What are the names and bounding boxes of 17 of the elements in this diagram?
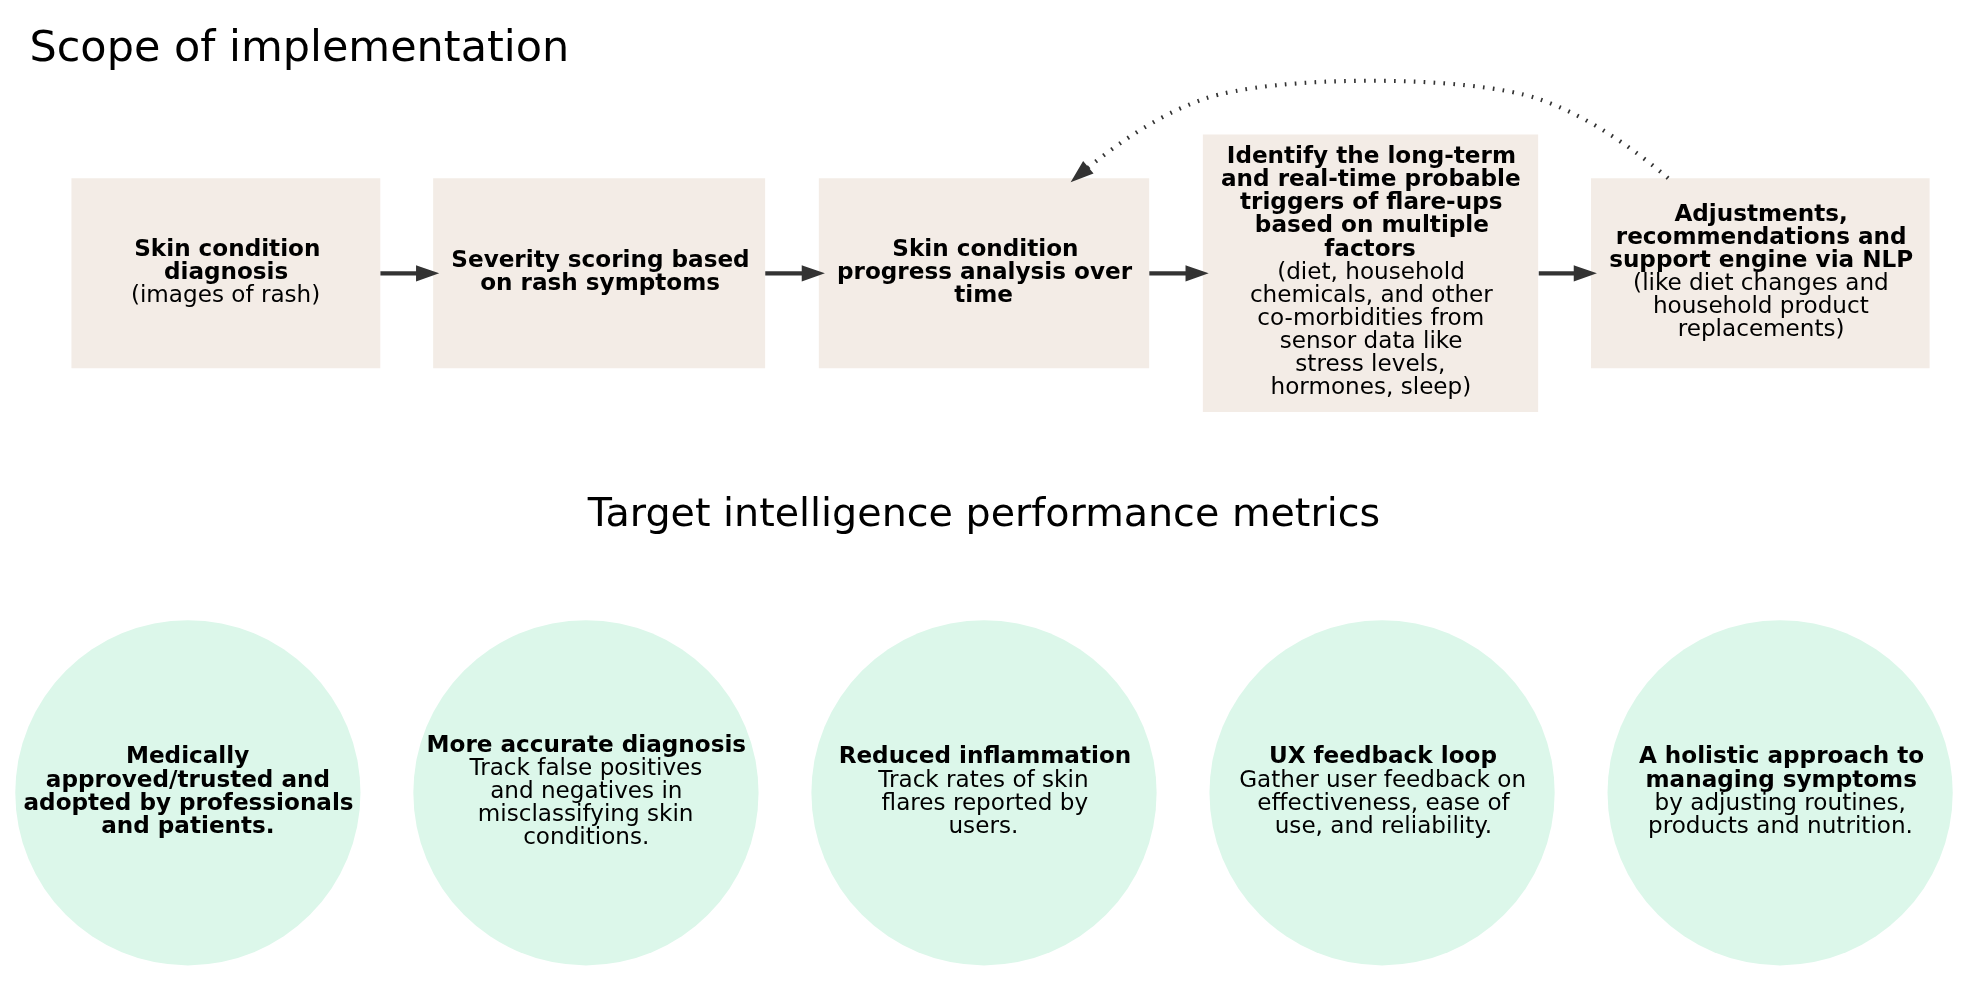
- label: Target intelligence performance metrics: [587, 488, 1381, 535]
- diagram-title: Scope of implementation: [29, 20, 570, 71]
- arrow: [1070, 78, 1670, 182]
- arrow: [765, 264, 825, 281]
- node-circle: Reduced inflammation Track rates of skin flares reported by users.: [811, 619, 1157, 965]
- node-circle: UX feedback loop Gather user feedback on effectiveness, ease of use, and reliability.: [1209, 619, 1555, 965]
- node-circle: A holistic approach to managing symptoms by adjusting routines, products and nutrition.: [1607, 619, 1953, 965]
- node-circle: Medically approved/trusted and adopted by professionals and patients.: [15, 619, 361, 965]
- arrow: [1538, 264, 1597, 281]
- node-box: Adjustments, recommendations and support engine via NLP (like diet changes and household product replacements): [1591, 177, 1930, 368]
- node-circle: More accurate diagnosis Track false positives and negatives in misclassifying skin conditions.: [413, 619, 759, 965]
- arrow: [1149, 264, 1209, 281]
- arrow: [380, 264, 440, 281]
- node-box: Skin condition diagnosis (images of rash): [71, 177, 381, 368]
- node-box: Severity scoring based on rash symptoms: [433, 177, 766, 368]
- node-box: Skin condition progress analysis over time: [818, 177, 1150, 368]
- node-box: Identify the long-term and real-time probable triggers of flare-ups based on multiple factors (diet, household chemicals, and other co-morbidities from sensor data like stress levels, hormones, sleep): [1202, 134, 1539, 412]
